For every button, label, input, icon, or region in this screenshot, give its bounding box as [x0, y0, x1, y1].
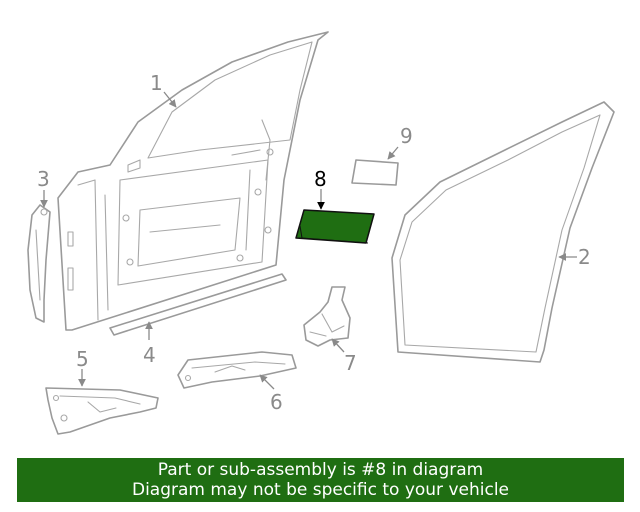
- banner-line-1: Part or sub-assembly is #8 in diagram: [157, 460, 484, 480]
- callout-5: 5: [76, 347, 89, 371]
- callout-3: 3: [37, 167, 50, 191]
- leader-1: [163, 91, 177, 108]
- bracket-part: [303, 286, 351, 347]
- banner-line-2: Diagram may not be specific to your vehi…: [131, 480, 509, 500]
- leader-7: [331, 338, 345, 353]
- cover-part: [351, 159, 399, 186]
- callout-2: 2: [578, 245, 591, 269]
- reinforcement-part: [177, 351, 297, 389]
- parts-diagram: 1 2 3 4 5 6 7 8 9: [27, 31, 615, 435]
- weatherstrip-part: [391, 101, 615, 363]
- callout-1: 1: [150, 71, 163, 95]
- callout-9: 9: [400, 124, 413, 148]
- leader-6: [259, 374, 275, 390]
- callout-8: 8: [314, 167, 327, 191]
- lower-bracket-part: [45, 387, 159, 435]
- info-banner: Part or sub-assembly is #8 in diagram Di…: [17, 458, 624, 502]
- sill-strip-part: [109, 273, 287, 336]
- door-shell-part: [57, 31, 329, 331]
- callout-7: 7: [344, 351, 357, 375]
- callout-4: 4: [143, 343, 156, 367]
- leader-9: [387, 146, 399, 160]
- callout-6: 6: [270, 390, 283, 414]
- hinge-trim-part: [27, 204, 51, 323]
- highlighted-part-8: [295, 209, 375, 244]
